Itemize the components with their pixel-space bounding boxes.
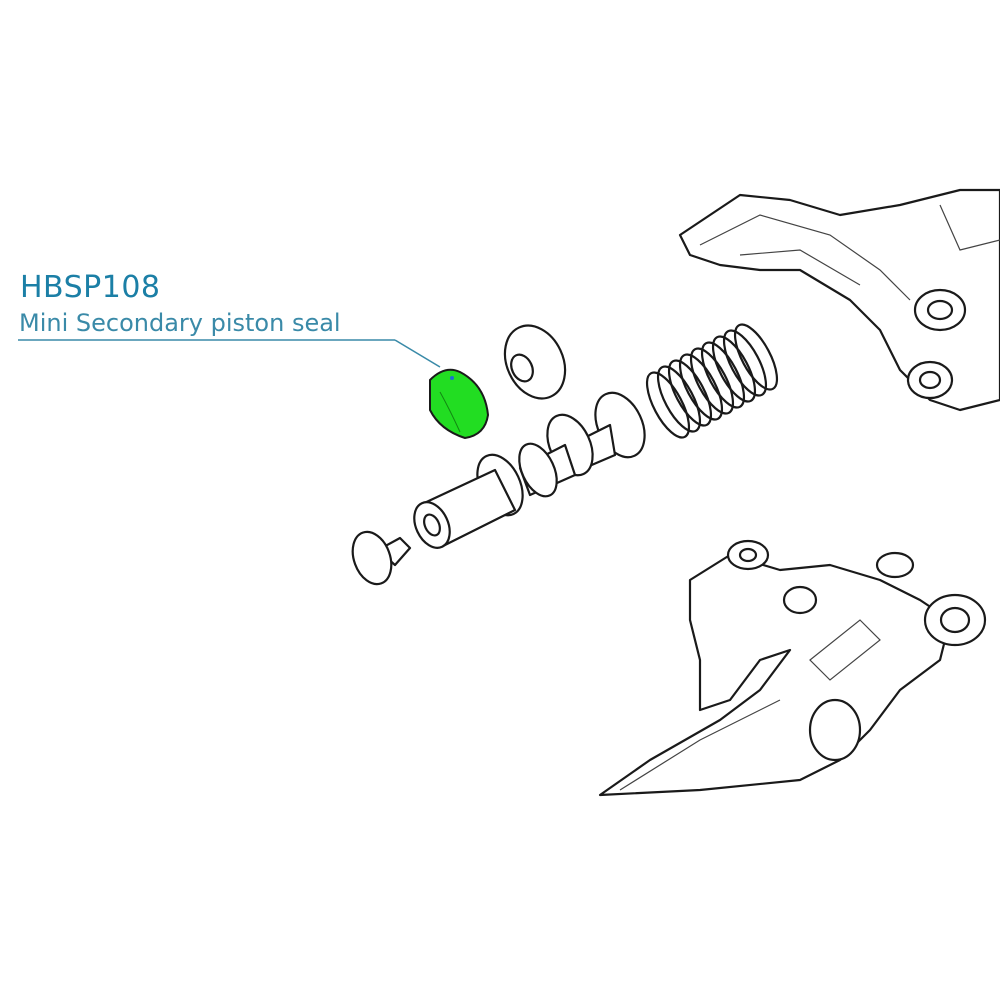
spring-coil bbox=[678, 353, 724, 421]
spring bbox=[645, 323, 779, 439]
spring-coil bbox=[700, 341, 746, 409]
end-cap bbox=[351, 530, 412, 586]
spring-coil bbox=[656, 365, 702, 433]
lever-body-upper bbox=[678, 188, 1000, 412]
callout-leader bbox=[18, 339, 441, 368]
spring-coil bbox=[722, 329, 768, 397]
spring-coil bbox=[667, 359, 713, 427]
lever-body-lower bbox=[598, 539, 987, 797]
spring-coil bbox=[645, 371, 691, 439]
washer bbox=[503, 324, 567, 400]
part-name-label: Mini Secondary piston seal bbox=[19, 309, 341, 337]
part-code-label: HBSP108 bbox=[20, 270, 161, 305]
spring-coil bbox=[711, 335, 757, 403]
highlighted-seal bbox=[429, 368, 490, 440]
spring-coil bbox=[689, 347, 735, 415]
spring-coil bbox=[733, 323, 779, 391]
piston-assembly bbox=[413, 391, 646, 549]
